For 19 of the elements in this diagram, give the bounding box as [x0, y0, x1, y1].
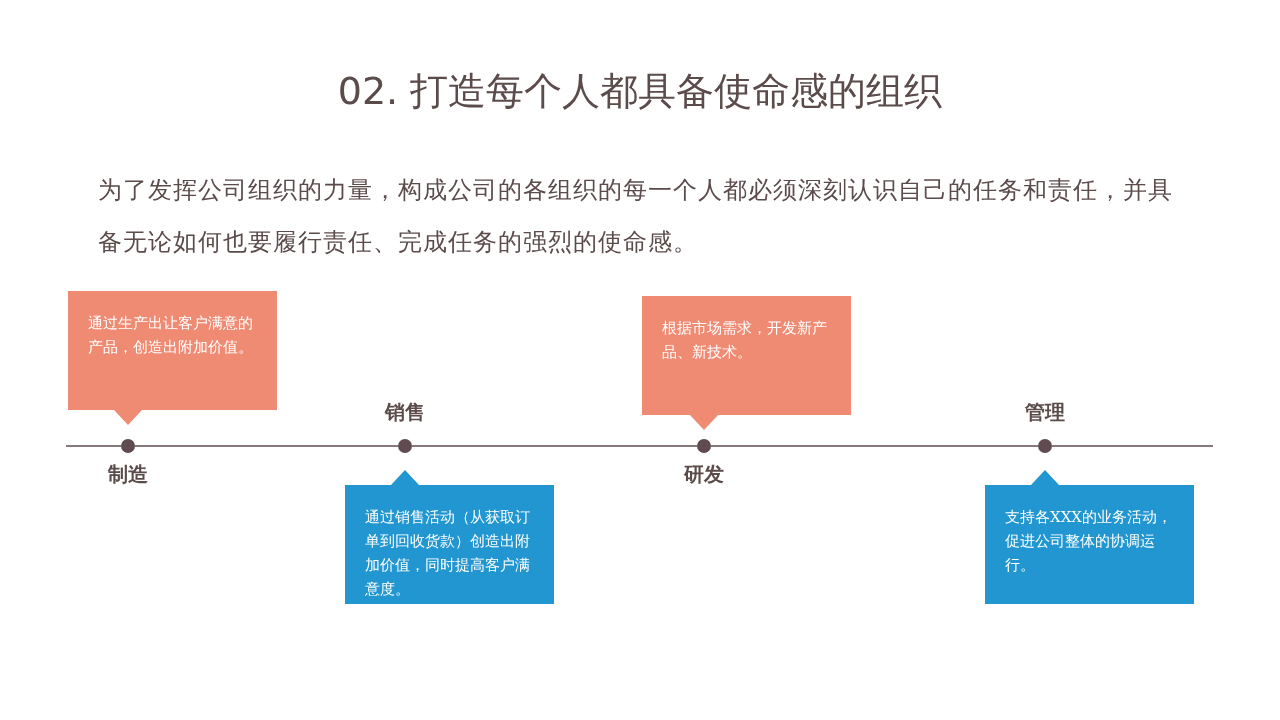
callout-box [642, 296, 851, 430]
intro-paragraph: 为了发挥公司组织的力量，构成公司的各组织的每一个人都必须深刻认识自己的任务和责任，并具备无论如何也要履行责任、完成任务的强烈的使命感。 [98, 175, 1174, 258]
callout-text: 根据市场需求，开发新产品、新技术。 [662, 318, 828, 363]
callout-text: 通过销售活动（从获取订单到回收货款）创造出附加价值，同时提高客户满意度。 [365, 507, 531, 600]
callout-box [985, 470, 1194, 604]
timeline-line [134, 445, 399, 447]
callout-text: 通过生产出让客户满意的产品，创造出附加价值。 [88, 313, 254, 358]
callout-text: 支持各XXX的业务活动，促进公司整体的协调运行。 [1005, 507, 1174, 576]
stage-label: 研发 [683, 461, 725, 488]
timeline-line [411, 445, 698, 447]
timeline-line [710, 445, 1039, 447]
callout-box [345, 470, 554, 604]
callout-box [68, 291, 277, 425]
stage-label: 销售 [383, 399, 426, 426]
stage-label: 管理 [1024, 399, 1066, 426]
title: 02. 打造每个人都具备使命感的组织 [336, 68, 944, 115]
timeline-line [1051, 445, 1214, 447]
stage-label: 制造 [107, 461, 149, 488]
timeline-line [65, 445, 122, 447]
